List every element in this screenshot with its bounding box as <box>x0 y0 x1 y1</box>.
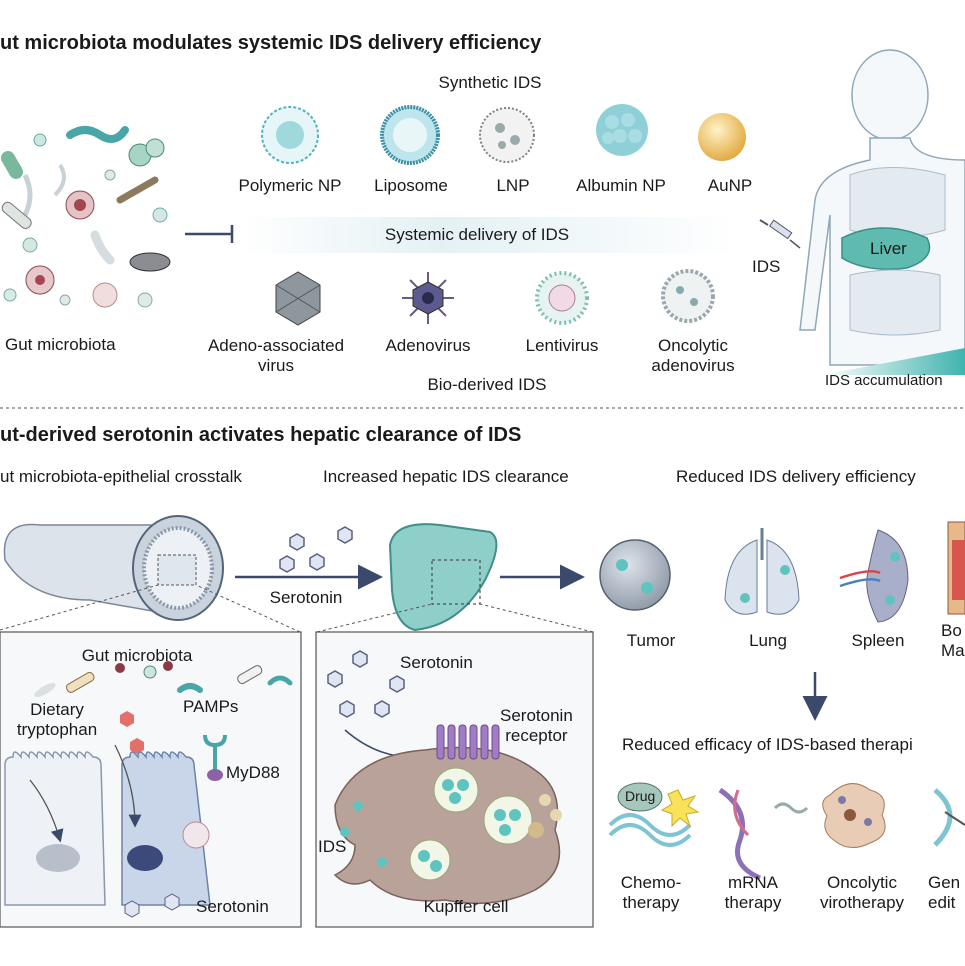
dietary-tryptophan-label: Dietary tryptophan <box>16 700 98 739</box>
polymeric-np-icon <box>261 106 319 164</box>
clearance-subtitle: Increased hepatic IDS clearance <box>323 467 569 486</box>
serotonin-molecules <box>279 526 353 573</box>
box-gut-serotonin-label: Serotonin <box>196 897 269 916</box>
panel-b-title: ut-derived serotonin activates hepatic c… <box>0 424 522 446</box>
gut-epithelium-box <box>0 631 302 928</box>
spleen-illustration <box>839 529 909 623</box>
bone-marrow-illustration <box>947 521 965 615</box>
delivery-band <box>240 217 740 253</box>
oncolytic-adenovirus-icon <box>661 269 715 323</box>
bio-derived-ids-heading: Bio-derived IDS <box>427 375 547 394</box>
kupffer-box <box>315 631 594 928</box>
adenovirus-label: Adenovirus <box>385 336 471 355</box>
albumin-np-label: Albumin NP <box>576 176 666 195</box>
oncolytic-virotherapy-icon <box>822 783 886 848</box>
bone-marrow-label: Bo Ma <box>941 621 965 660</box>
aunp-label: AuNP <box>707 176 753 195</box>
oncolytic-virotherapy-label: Oncolytic virotherapy <box>819 873 905 912</box>
drug-label: Drug <box>625 788 656 804</box>
chemotherapy-label: Chemo- therapy <box>620 873 682 912</box>
myd88-label: MyD88 <box>226 763 280 782</box>
aunp-icon <box>698 113 746 161</box>
accumulation-wedge <box>822 348 965 375</box>
tumor-illustration <box>599 539 671 611</box>
intestine-illustration <box>3 515 224 621</box>
synthetic-ids-heading: Synthetic IDS <box>438 73 542 92</box>
box-gut-microbiota-label: Gut microbiota <box>81 646 193 665</box>
lentivirus-icon <box>535 271 589 325</box>
arrow-serotonin-label: Serotonin <box>269 588 343 607</box>
pamps-label: PAMPs <box>183 697 239 716</box>
systemic-delivery-label: Systemic delivery of IDS <box>384 225 570 244</box>
lnp-icon <box>479 107 535 163</box>
panel-a-title: ut microbiota modulates systemic IDS del… <box>0 32 542 54</box>
liver-illustration <box>388 523 498 632</box>
albumin-np-icon <box>596 104 648 156</box>
syringe-icon <box>759 219 801 249</box>
polymeric-np-label: Polymeric NP <box>238 176 342 195</box>
lnp-label: LNP <box>496 176 530 195</box>
reduced-efficacy-heading: Reduced efficacy of IDS-based therapi <box>622 735 913 754</box>
liposome-icon <box>380 105 440 165</box>
crosstalk-subtitle: ut microbiota-epithelial crosstalk <box>0 467 242 486</box>
chemotherapy-icon <box>608 782 700 847</box>
tumor-label: Tumor <box>626 631 676 650</box>
serotonin-receptor-label: Serotonin receptor <box>500 706 573 745</box>
liposome-label: Liposome <box>374 176 448 195</box>
oncolytic-adenovirus-label: Oncolytic adenovirus <box>651 336 735 375</box>
lung-label: Lung <box>749 631 787 650</box>
spleen-label: Spleen <box>851 631 905 650</box>
kupffer-cell-label: Kupffer cell <box>423 897 509 916</box>
ids-accumulation-label: IDS accumulation <box>825 372 943 389</box>
gut-microbiota-illustration <box>1 126 171 308</box>
ids-label: IDS <box>752 257 781 276</box>
human-body-illustration <box>799 49 965 366</box>
box-liver-serotonin-label: Serotonin <box>400 653 473 672</box>
adenovirus-icon <box>402 272 454 324</box>
gut-microbiota-label: Gut microbiota <box>5 335 116 354</box>
aav-label: Adeno-associated virus <box>207 336 345 375</box>
lung-illustration <box>724 528 800 615</box>
reduced-delivery-subtitle: Reduced IDS delivery efficiency <box>676 467 916 486</box>
liver-label: Liver <box>870 239 907 258</box>
gene-editing-label: Gen edit <box>928 873 961 912</box>
lentivirus-label: Lentivirus <box>525 336 599 355</box>
gene-editing-icon <box>933 788 965 847</box>
mrna-therapy-label: mRNA therapy <box>724 873 782 912</box>
box-liver-ids-label: IDS <box>318 837 347 856</box>
mrna-therapy-icon <box>718 787 809 881</box>
